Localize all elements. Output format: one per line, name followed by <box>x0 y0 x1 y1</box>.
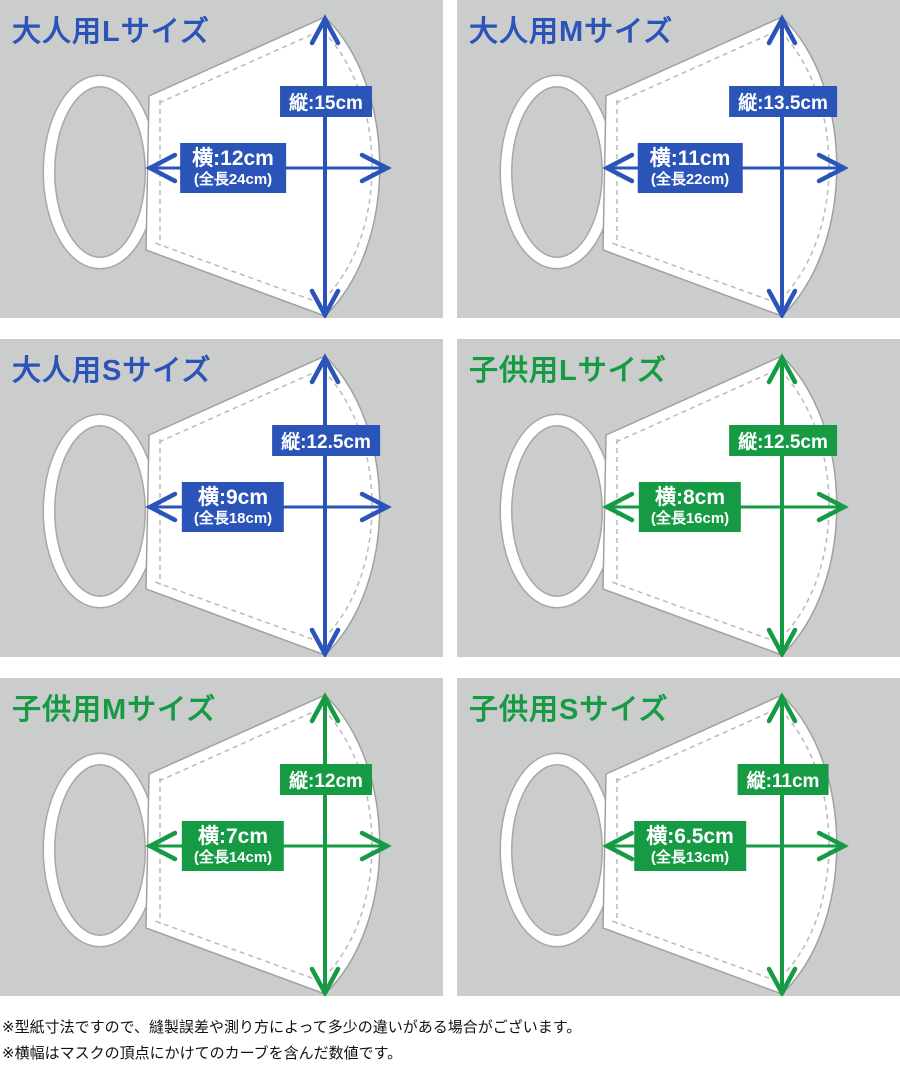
arrowhead-down-icon <box>766 627 798 657</box>
arrowhead-up-icon <box>766 353 798 385</box>
arrowhead-right-icon <box>359 491 392 523</box>
panel-kids-l: 子供用Lサイズ 縦:12.5cm 横:8cm (全長16cm) <box>457 339 900 657</box>
total-width-value: (全長14cm) <box>193 849 273 866</box>
width-value: 横:9cm <box>197 486 269 509</box>
seam-stitch-line <box>154 29 373 304</box>
arrowhead-left-icon <box>602 152 635 184</box>
arrowhead-up-icon <box>309 353 341 385</box>
arrowhead-up-icon <box>309 14 341 46</box>
panel-adult-l: 大人用Lサイズ 縦:15cm 横:12cm (全長24cm) <box>0 0 443 318</box>
arrowhead-left-icon <box>602 830 635 862</box>
ear-loop <box>44 415 156 607</box>
height-label: 縦:11cm <box>737 764 829 795</box>
arrowhead-right-icon <box>816 491 849 523</box>
arrowhead-down-icon <box>766 288 798 318</box>
height-label: 縦:15cm <box>280 86 372 117</box>
width-label: 横:9cm (全長18cm) <box>181 482 285 532</box>
panel-title: 子供用Sサイズ <box>469 694 669 726</box>
seam-stitch-line <box>611 368 830 643</box>
footnotes: ※型紙寸法ですので、縫製誤差や測り方によって多少の違いがある場合がございます。 … <box>0 996 900 1081</box>
height-label: 縦:12cm <box>280 764 372 795</box>
width-value: 横:12cm <box>192 147 274 170</box>
total-width-value: (全長13cm) <box>650 849 730 866</box>
panel-title: 子供用Mサイズ <box>12 694 217 726</box>
total-width-value: (全長24cm) <box>193 171 273 188</box>
width-value: 横:6.5cm <box>646 825 734 848</box>
size-chart-grid: 大人用Lサイズ 縦:15cm 横:12cm (全長24cm) 大人用Mサイズ 縦… <box>0 0 900 996</box>
arrowhead-right-icon <box>816 152 849 184</box>
height-label: 縦:12.5cm <box>729 425 837 456</box>
width-label: 横:12cm (全長24cm) <box>180 143 286 193</box>
arrowhead-down-icon <box>766 966 798 996</box>
panel-kids-m: 子供用Mサイズ 縦:12cm 横:7cm (全長14cm) <box>0 678 443 996</box>
arrowhead-up-icon <box>766 692 798 724</box>
arrowhead-down-icon <box>309 627 341 657</box>
arrowhead-right-icon <box>816 830 849 862</box>
ear-loop <box>44 754 156 946</box>
panel-title: 大人用Mサイズ <box>469 16 674 48</box>
width-label: 横:11cm (全長22cm) <box>637 143 743 193</box>
panel-adult-s: 大人用Sサイズ 縦:12.5cm 横:9cm (全長18cm) <box>0 339 443 657</box>
panel-title: 大人用Sサイズ <box>12 355 212 387</box>
panel-kids-s: 子供用Sサイズ 縦:11cm 横:6.5cm (全長13cm) <box>457 678 900 996</box>
arrowhead-left-icon <box>145 152 178 184</box>
arrowhead-up-icon <box>766 14 798 46</box>
seam-stitch-line <box>611 29 830 304</box>
width-value: 横:11cm <box>649 147 731 170</box>
panel-title: 子供用Lサイズ <box>469 355 667 387</box>
arrowhead-right-icon <box>359 152 392 184</box>
arrowhead-left-icon <box>145 491 178 523</box>
width-value: 横:7cm <box>197 825 269 848</box>
width-label: 横:7cm (全長14cm) <box>181 821 285 871</box>
arrowhead-left-icon <box>145 830 178 862</box>
width-value: 横:8cm <box>654 486 726 509</box>
arrowhead-left-icon <box>602 491 635 523</box>
total-width-value: (全長16cm) <box>650 510 730 527</box>
footnote: ※横幅はマスクの頂点にかけてのカーブを含んだ数値です。 <box>2 1045 403 1062</box>
seam-stitch-line <box>154 707 373 982</box>
total-width-value: (全長18cm) <box>193 510 273 527</box>
ear-loop <box>501 76 613 268</box>
arrowhead-up-icon <box>309 692 341 724</box>
ear-loop <box>44 76 156 268</box>
width-label: 横:8cm (全長16cm) <box>638 482 742 532</box>
arrowhead-right-icon <box>359 830 392 862</box>
width-label: 横:6.5cm (全長13cm) <box>634 821 746 871</box>
footnote: ※型紙寸法ですので、縫製誤差や測り方によって多少の違いがある場合がございます。 <box>2 1019 582 1036</box>
arrowhead-down-icon <box>309 288 341 318</box>
height-label: 縦:13.5cm <box>729 86 837 117</box>
panel-adult-m: 大人用Mサイズ 縦:13.5cm 横:11cm (全長22cm) <box>457 0 900 318</box>
seam-stitch-line <box>154 368 373 643</box>
arrowhead-down-icon <box>309 966 341 996</box>
seam-stitch-line <box>611 707 830 982</box>
ear-loop <box>501 754 613 946</box>
height-label: 縦:12.5cm <box>272 425 380 456</box>
panel-title: 大人用Lサイズ <box>12 16 210 48</box>
ear-loop <box>501 415 613 607</box>
total-width-value: (全長22cm) <box>650 171 730 188</box>
